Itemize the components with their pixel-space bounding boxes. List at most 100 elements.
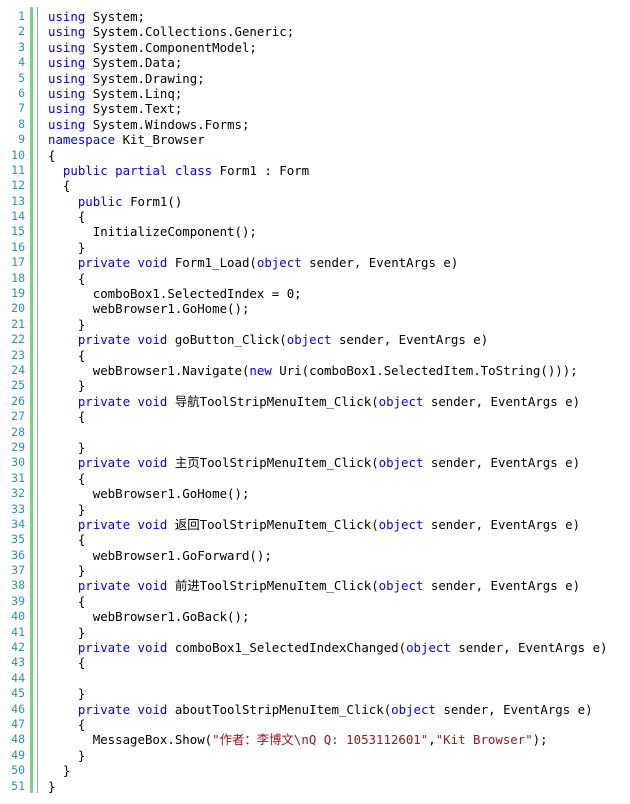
code-line[interactable]: { (48, 655, 630, 670)
code-line[interactable]: { (48, 148, 630, 163)
line-number: 19 (11, 286, 25, 301)
code-line[interactable]: { (48, 348, 630, 363)
code-line[interactable]: webBrowser1.Navigate(new Uri(comboBox1.S… (48, 363, 630, 378)
code-line[interactable]: } (48, 440, 630, 455)
code-token: { (48, 655, 86, 671)
keyword-token: object (286, 332, 332, 348)
code-line[interactable]: private void 前进ToolStripMenuItem_Click(o… (48, 578, 630, 593)
line-number: 50 (11, 763, 25, 778)
code-token: { (48, 178, 71, 194)
code-line[interactable]: comboBox1.SelectedIndex = 0; (48, 286, 630, 301)
keyword-token: using (48, 85, 86, 101)
code-line[interactable]: webBrowser1.GoHome(); (48, 486, 630, 501)
code-token (130, 394, 137, 409)
code-line[interactable]: private void comboBox1_SelectedIndexChan… (48, 640, 630, 655)
code-line[interactable]: } (48, 378, 630, 393)
code-token: webBrowser1.GoBack(); (48, 609, 250, 625)
line-number: 35 (11, 532, 25, 547)
code-line[interactable]: } (48, 317, 630, 332)
code-line[interactable]: webBrowser1.GoBack(); (48, 609, 630, 624)
code-line[interactable]: MessageBox.Show("作者：李博文\nQ Q: 1053112601… (48, 732, 630, 747)
keyword-token: void (137, 640, 168, 656)
code-token: webBrowser1.Navigate( (48, 362, 250, 378)
code-token: InitializeComponent(); (48, 224, 257, 240)
code-line[interactable]: } (48, 779, 630, 794)
code-line[interactable]: webBrowser1.GoForward(); (48, 548, 630, 563)
line-number: 43 (11, 655, 25, 670)
code-line[interactable] (48, 425, 630, 440)
code-line[interactable]: private void aboutToolStripMenuItem_Clic… (48, 702, 630, 717)
code-line[interactable]: using System.Data; (48, 55, 630, 70)
code-line[interactable]: { (48, 471, 630, 486)
code-line[interactable]: using System.ComponentModel; (48, 40, 630, 55)
code-token: webBrowser1.GoForward(); (48, 547, 272, 563)
keyword-token: void (137, 516, 168, 532)
code-line[interactable]: using System.Collections.Generic; (48, 24, 630, 39)
code-token: sender, EventArgs e) (450, 640, 608, 656)
line-number: 3 (18, 39, 25, 54)
code-line[interactable]: } (48, 502, 630, 517)
line-number: 9 (18, 132, 25, 147)
code-line[interactable]: using System.Drawing; (48, 71, 630, 86)
code-token: } (48, 501, 86, 517)
line-number: 34 (11, 516, 25, 531)
code-token: Kit_Browser (115, 132, 205, 148)
code-line[interactable]: public Form1() (48, 194, 630, 209)
code-line[interactable]: } (48, 240, 630, 255)
code-line[interactable]: { (48, 409, 630, 424)
line-number: 47 (11, 716, 25, 731)
code-line[interactable]: { (48, 271, 630, 286)
code-token: { (48, 209, 86, 225)
line-number: 15 (11, 224, 25, 239)
code-line[interactable]: private void 导航ToolStripMenuItem_Click(o… (48, 394, 630, 409)
line-number: 41 (11, 624, 25, 639)
code-token: System.Windows.Forms; (85, 116, 250, 132)
keyword-token: private (77, 393, 131, 409)
code-line[interactable]: { (48, 178, 630, 193)
code-line[interactable]: private void goButton_Click(object sende… (48, 332, 630, 347)
code-token (48, 517, 78, 532)
line-number: 33 (11, 501, 25, 516)
code-text-area[interactable]: using System;using System.Collections.Ge… (48, 9, 630, 794)
code-line[interactable]: private void Form1_Load(object sender, E… (48, 255, 630, 270)
code-line[interactable]: using System.Windows.Forms; (48, 117, 630, 132)
line-number: 32 (11, 486, 25, 501)
code-token: } (48, 686, 86, 702)
code-token (130, 517, 137, 532)
code-line[interactable]: { (48, 209, 630, 224)
code-line[interactable] (48, 671, 630, 686)
code-line[interactable]: { (48, 532, 630, 547)
line-number: 17 (11, 255, 25, 270)
code-line[interactable]: { (48, 594, 630, 609)
code-line[interactable]: private void 返回ToolStripMenuItem_Click(o… (48, 517, 630, 532)
code-line[interactable]: using System.Text; (48, 101, 630, 116)
code-line[interactable]: using System.Linq; (48, 86, 630, 101)
keyword-token: public (62, 162, 108, 178)
keyword-token: void (137, 455, 168, 471)
keyword-token: object (378, 578, 424, 594)
code-line[interactable]: } (48, 763, 630, 778)
line-number: 39 (11, 593, 25, 608)
code-line[interactable]: InitializeComponent(); (48, 224, 630, 239)
code-token: sender, EventArgs e) (423, 455, 581, 471)
code-line[interactable]: private void 主页ToolStripMenuItem_Click(o… (48, 455, 630, 470)
code-token: webBrowser1.GoHome(); (48, 301, 250, 317)
code-line[interactable]: using System; (48, 9, 630, 24)
code-line[interactable]: namespace Kit_Browser (48, 132, 630, 147)
code-line[interactable]: } (48, 686, 630, 701)
keyword-token: public (77, 193, 123, 209)
code-line[interactable]: } (48, 563, 630, 578)
keyword-token: private (77, 640, 131, 656)
code-token (48, 194, 78, 209)
keyword-token: void (137, 578, 168, 594)
code-line[interactable]: } (48, 748, 630, 763)
string-literal-token: "作者：李博文\nQ Q: 1053112601" (212, 732, 429, 748)
keyword-token: private (77, 701, 131, 717)
code-line[interactable]: public partial class Form1 : Form (48, 163, 630, 178)
code-line[interactable]: { (48, 717, 630, 732)
code-line[interactable]: webBrowser1.GoHome(); (48, 301, 630, 316)
code-token: { (48, 716, 86, 732)
code-line[interactable]: } (48, 625, 630, 640)
line-number: 37 (11, 563, 25, 578)
